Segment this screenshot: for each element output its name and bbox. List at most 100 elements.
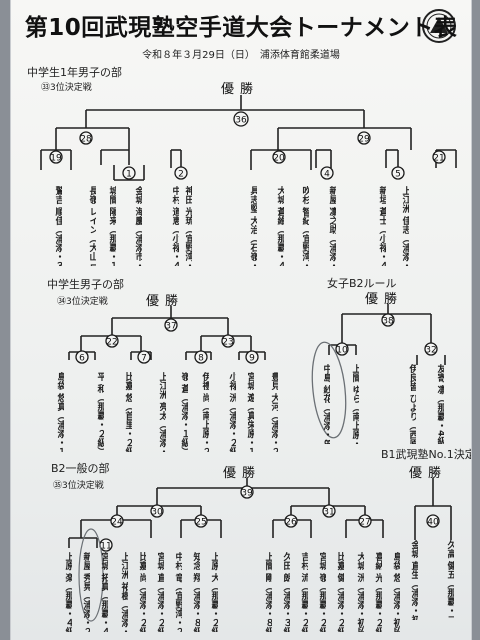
- match-number-circle: [79, 131, 93, 145]
- player-name: 長嶺 レイン（大山 星翔）: [87, 186, 97, 266]
- match-number: 6: [79, 354, 85, 364]
- player-name: 比嘉 健（浦添・２級）: [335, 552, 345, 632]
- match-31: 31: [322, 504, 336, 518]
- match-number-circle: [75, 350, 89, 364]
- match-number: 10: [336, 346, 348, 356]
- player-name: 城間 陽来（那覇・１級）: [107, 186, 117, 266]
- match-8: 8: [194, 350, 208, 364]
- player-name: 上間 ゆら（南上原・４級）: [350, 364, 360, 444]
- match-number: 25: [195, 518, 206, 528]
- match-number: 28: [80, 135, 92, 145]
- player-name: 友寄 凛（那覇・4級）: [435, 364, 445, 444]
- page-title: 第10回武現塾空手道大会トーナメント表: [24, 15, 458, 41]
- match-number: 30: [151, 508, 163, 518]
- match-7: 7: [137, 350, 151, 364]
- player-name: 金城 直生（浦添・初段）: [409, 540, 419, 620]
- match-number: 32: [425, 346, 436, 356]
- match-number-circle: [320, 166, 334, 180]
- match-4: 4: [320, 166, 334, 180]
- third-place-b2g: ㉟3位決定戦: [53, 481, 104, 491]
- match-number: 31: [323, 508, 334, 518]
- match-number: 38: [382, 317, 394, 327]
- player-name: 宮城 遼（真栄原・１級）: [245, 372, 255, 452]
- player-name: 新垣 蒼士（小禄・４級）: [377, 186, 387, 266]
- player-name: 比嘉 悠（首里・２級）: [123, 372, 133, 452]
- match-number-circle: [105, 334, 119, 348]
- player-name: 宮城 嶺（那覇・２級）: [317, 552, 327, 632]
- tournament-sheet: 第10回武現塾空手道大会トーナメント表 令和８年３月29日（日） 浦添体育館柔道…: [10, 0, 472, 640]
- match-23: 23: [221, 334, 235, 348]
- match-number: 20: [273, 154, 285, 164]
- player-name: 島袋 悠（浦添・初段）: [391, 552, 401, 632]
- winner-label-jh1: 優勝: [221, 82, 260, 97]
- match-number-circle: [245, 350, 259, 364]
- player-name: 上江洲 佳志（浦添・３級）: [400, 186, 410, 266]
- match-number-circle: [322, 504, 336, 518]
- match-number: 9: [249, 354, 255, 364]
- player-name: 上江洲 祐樹（浦添・２級）: [119, 552, 129, 632]
- match-number-circle: [391, 166, 405, 180]
- match-number-circle: [194, 350, 208, 364]
- match-25: 25: [194, 514, 208, 528]
- match-number-circle: [335, 342, 349, 356]
- player-name: 宮城 拓真（那覇・４級）: [99, 552, 109, 632]
- section-label-jhb: 中学生男子の部: [47, 278, 124, 291]
- match-number: 23: [222, 338, 233, 348]
- player-name: 宮城 直（浦添・２級）: [155, 552, 165, 632]
- match-number-circle: [284, 514, 298, 528]
- player-name: 上江洲 亮太（浦添・２級）: [157, 372, 167, 452]
- player-name: 豊見 大河（浦添・２級）: [269, 372, 279, 452]
- match-11: 11: [99, 538, 113, 552]
- match-number-circle: [426, 514, 440, 528]
- match-9: 9: [245, 350, 259, 364]
- player-name: 伊禮 尚（南上原・２級）: [200, 372, 210, 452]
- player-name: 小禄 洸（浦添・２級）: [227, 372, 237, 452]
- player-name: 久田 朗（浦添・３級）: [281, 552, 291, 632]
- player-name: 嶺 蒼（浦添・１級）: [179, 372, 189, 452]
- match-number-circle: [432, 150, 446, 164]
- section-label-b1: B1武現塾No.1決定戦: [381, 448, 471, 461]
- match-6: 6: [75, 350, 89, 364]
- match-10: 10: [335, 342, 349, 356]
- player-name: 大城 蒼維（那覇・４級）: [275, 186, 285, 266]
- dojo-emblem-icon: [422, 9, 456, 43]
- winner-label-jhb: 優勝: [146, 294, 185, 309]
- match-number: 11: [100, 542, 111, 552]
- match-number: 39: [241, 489, 253, 499]
- section-label-jh1: 中学生1年男子の部: [27, 66, 122, 79]
- match-number-circle: [49, 150, 63, 164]
- match-number-circle: [221, 334, 235, 348]
- section-label-b2g: B2一般の部: [51, 462, 110, 475]
- section-label-gb2: 女子B2ルール: [327, 277, 397, 290]
- match-number-circle: [150, 504, 164, 518]
- match-number-circle: [240, 485, 254, 499]
- match-number: 7: [141, 354, 147, 364]
- match-30: 30: [150, 504, 164, 518]
- match-number-circle: [122, 166, 136, 180]
- player-name: 知念 翔（浦添・８級）: [191, 552, 201, 632]
- player-name: 久高 健五（那覇・二段）: [445, 540, 455, 620]
- player-name: 上間 剛（浦添・８級）: [263, 552, 273, 632]
- match-28: 28: [79, 131, 93, 145]
- match-number: 4: [324, 170, 330, 180]
- match-40: 40: [426, 514, 440, 528]
- winner-label-b2g: 優勝: [223, 466, 262, 481]
- player-name: 大城 洸（浦添・初段）: [355, 552, 365, 632]
- match-5: 5: [391, 166, 405, 180]
- match-26: 26: [284, 514, 298, 528]
- event-date-venue: 令和８年３月29日（日） 浦添体育館柔道場: [142, 50, 340, 61]
- match-number-circle: [137, 350, 151, 364]
- match-number: 2: [178, 170, 184, 180]
- winner-label-gb2: 優勝: [365, 292, 404, 307]
- player-name: 伊良皆 ひより（西原・８級）: [407, 364, 417, 444]
- match-36: 36: [233, 111, 249, 127]
- player-name: 上原 楽（那覇・４級）: [63, 552, 73, 632]
- player-name: 金城 海慶（浦添市・１級）: [133, 186, 143, 266]
- match-2: 2: [174, 166, 188, 180]
- match-number: 36: [235, 116, 247, 126]
- match-number-circle: [424, 342, 438, 356]
- match-number: 5: [395, 170, 401, 180]
- match-number-circle: [194, 514, 208, 528]
- player-name: 喜納 光（那覇・２級）: [373, 552, 383, 632]
